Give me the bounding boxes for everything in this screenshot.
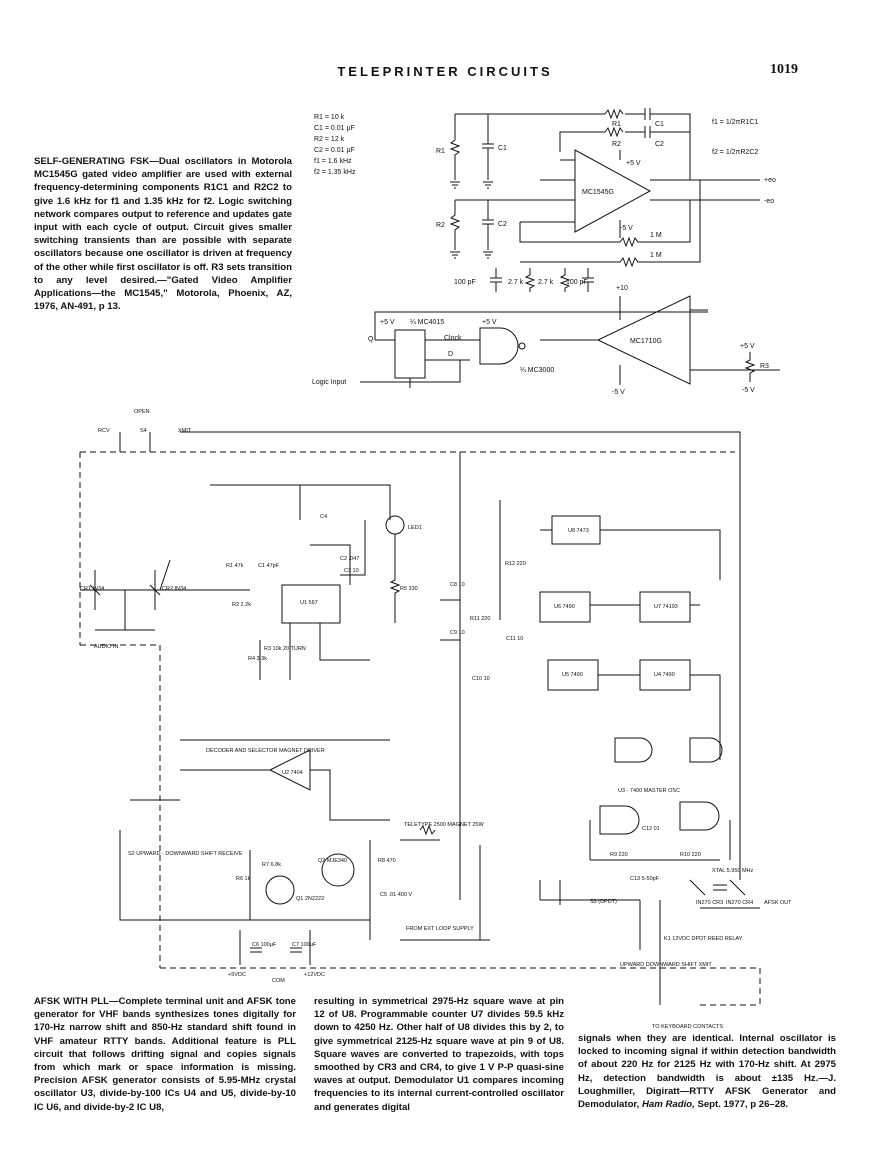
label-2k7-b: 2.7 k	[538, 279, 554, 286]
label-r1: R1	[612, 121, 621, 128]
afsk-caption-date: Sept. 1977, p 26–28.	[697, 1099, 789, 1111]
fsk-caption-body: Dual oscillators in Motorola MC1545G gat…	[34, 156, 292, 286]
afsk-caption-col1: AFSK WITH PLL—Complete terminal unit and…	[34, 995, 296, 1114]
label-r1-left: R1	[436, 148, 445, 155]
fsk-caption-lead: SELF-GENERATING FSK—	[34, 156, 159, 167]
label-plus10: +10	[616, 285, 628, 292]
label-c1-left: C1	[498, 145, 507, 152]
afsk-caption-source: J. Loughmiller, Digiratt—RTTY AFSK Gener…	[578, 1072, 836, 1111]
label-r2: R2	[612, 141, 621, 148]
label-1m-b: 1 M	[650, 252, 662, 259]
label-mc1710g: MC1710G	[630, 338, 662, 345]
page-number: 1019	[770, 62, 798, 77]
formula-f2: f2 = 1/2πR2C2	[712, 149, 758, 156]
label-minus5-c: -5 V	[742, 387, 755, 394]
afsk-caption-col2-text: resulting in symmetrical 2975-Hz square …	[314, 996, 564, 1113]
label-r3: R3	[760, 363, 769, 370]
label-out-neg: -eo	[764, 198, 774, 205]
value-c2: C2 = 0.01 µF	[314, 147, 355, 154]
label-plus5: +5 V	[626, 160, 641, 167]
fsk-caption: SELF-GENERATING FSK—Dual oscillators in …	[34, 155, 292, 313]
label-mc1545g: MC1545G	[582, 189, 614, 196]
afsk-caption-col3: signals when they are identical. Interna…	[578, 1032, 836, 1111]
label-2k7-a: 2.7 k	[508, 279, 524, 286]
label-q: Q	[368, 336, 374, 343]
afsk-caption-journal: Ham Radio,	[641, 1099, 695, 1111]
label-d: D	[448, 351, 453, 358]
label-minus5-b: -5 V	[612, 389, 625, 396]
afsk-caption-lead: AFSK WITH PLL—	[34, 996, 119, 1007]
label-mc3000: ¼ MC3000	[520, 367, 554, 374]
value-c1: C1 = 0.01 µF	[314, 125, 355, 132]
fsk-caption-source: "Gated Video Amplifier Applications—the …	[34, 274, 292, 313]
label-logic-input: Logic Input	[312, 379, 346, 386]
running-header: TELEPRINTER CIRCUITS	[337, 64, 553, 79]
label-plus5-r3: +5 V	[740, 343, 755, 350]
label-out-pos: +eo	[764, 177, 776, 184]
label-100pf-b: 100 pF	[566, 279, 588, 286]
label-1m-a: 1 M	[650, 232, 662, 239]
label-c1: C1	[655, 121, 664, 128]
label-r2-left: R2	[436, 222, 445, 229]
afsk-caption-col3-text: signals when they are identical. Interna…	[578, 1033, 836, 1084]
label-minus5: -5 V	[620, 225, 633, 232]
label-clock: Clock	[444, 335, 462, 342]
value-r2: R2 = 12 k	[314, 136, 345, 143]
fsk-value-table: R1 = 10 k C1 = 0.01 µF R2 = 12 k C2 = 0.…	[314, 114, 356, 176]
afsk-caption-col1-text: Complete terminal unit and AFSK tone gen…	[34, 996, 296, 1113]
label-ff-pwr: +5 V	[380, 319, 395, 326]
value-r1: R1 = 10 k	[314, 114, 345, 121]
label-100pf: 100 pF	[454, 279, 476, 286]
label-c2-left: C2	[498, 221, 507, 228]
label-c2: C2	[655, 141, 664, 148]
formula-f1: f1 = 1/2πR1C1	[712, 119, 758, 126]
afsk-caption-col2: resulting in symmetrical 2975-Hz square …	[314, 995, 564, 1114]
value-f1: f1 = 1.6 kHz	[314, 158, 352, 165]
value-f2: f2 = 1.35 kHz	[314, 169, 356, 176]
label-mc4015: ¼ MC4015	[410, 319, 444, 326]
label-nand-pwr: +5 V	[482, 319, 497, 326]
